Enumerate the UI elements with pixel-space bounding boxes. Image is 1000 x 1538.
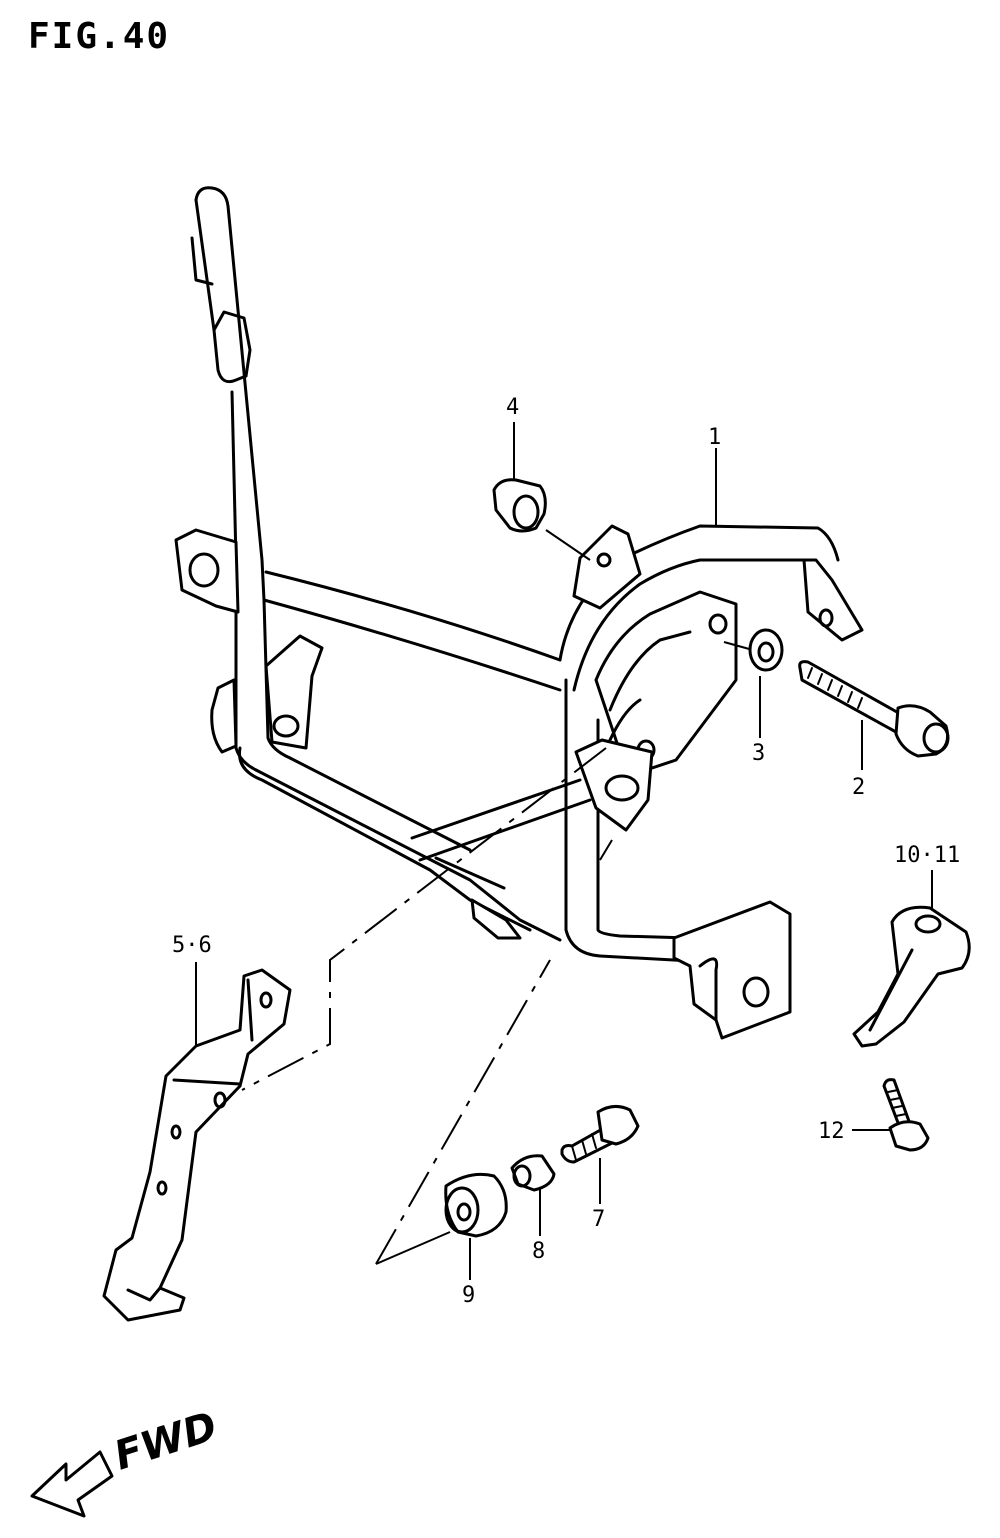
part-12-bolt [882,1078,930,1152]
part-9-grommet [444,1172,508,1238]
callout-2: 2 [852,775,865,800]
callout-3: 3 [752,741,765,766]
part-8-collar [510,1154,556,1192]
fwd-label: FWD [109,1403,223,1479]
callout-12: 12 [818,1119,845,1144]
callout-7: 7 [592,1207,605,1232]
callout-4: 4 [506,395,519,420]
figure-title: FIG.40 [28,16,170,57]
part-7-bolt [560,1105,640,1164]
part-3-washer [748,628,784,672]
frame-bracket [174,186,864,1040]
part-10-11-clamp [852,905,971,1048]
callout-9: 9 [462,1283,475,1308]
leader-lines [195,422,933,1280]
callout-1: 1 [708,425,721,450]
part-2-bolt [798,660,950,758]
part-4-nut [492,478,547,533]
callout-5-6: 5·6 [172,933,212,958]
callout-10-11: 10·11 [894,843,960,868]
forward-direction-indicator: FWD [30,1403,223,1518]
forward-arrow-icon [30,1450,114,1518]
callout-8: 8 [532,1239,545,1264]
part-5-6-bracket [102,968,292,1322]
